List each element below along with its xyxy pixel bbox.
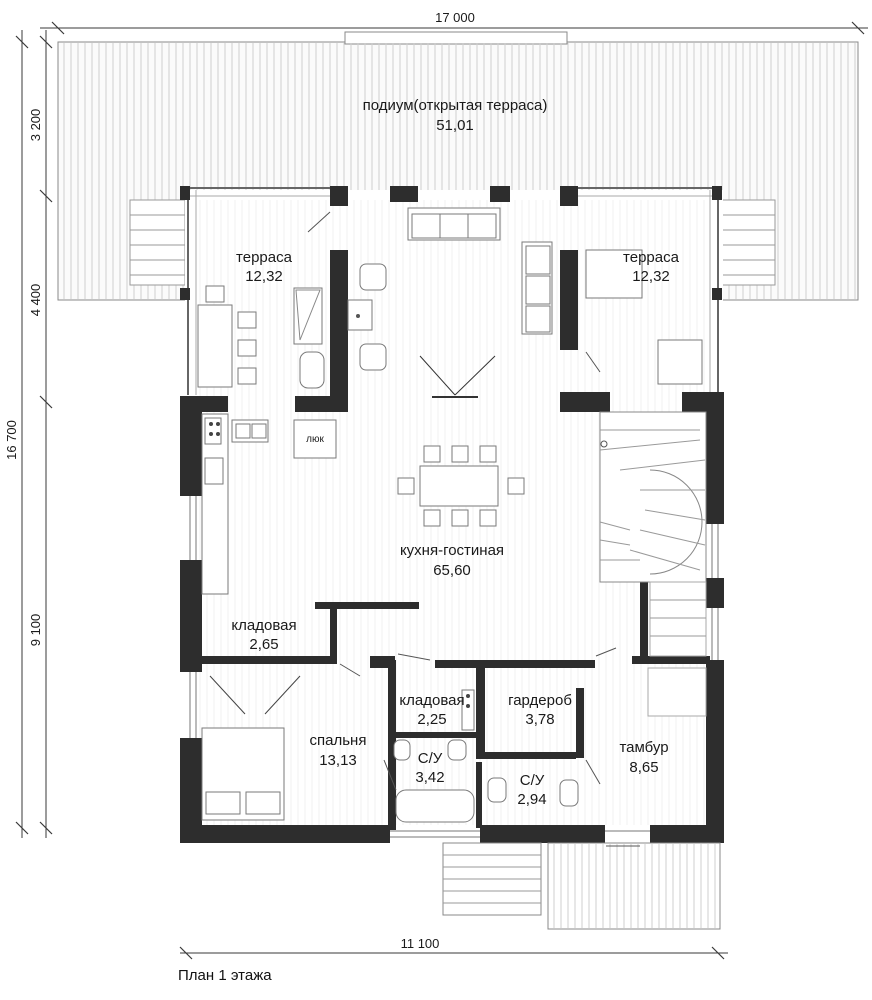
hatch [293, 419, 337, 459]
room-terrace-right-name: терраса [623, 249, 680, 266]
vestibule-stairs [647, 581, 707, 717]
entry-steps-left [442, 842, 542, 916]
room-pantry-2-name: кладовая [399, 692, 464, 709]
terrace-right-furniture [585, 249, 703, 385]
bathroom-fixtures [393, 689, 579, 823]
room-pantry-2-area: 2,25 [417, 711, 446, 728]
room-vestibule-area: 8,65 [629, 759, 658, 776]
podium-steps-right [719, 199, 776, 286]
dimension-top-width: 17 000 [435, 10, 475, 25]
podium-steps-left [129, 199, 186, 286]
entry-porch [547, 842, 721, 930]
sofa-right [521, 241, 553, 335]
terrace-left-furniture [197, 285, 325, 389]
windows [189, 496, 719, 838]
staircase [599, 411, 707, 583]
room-kitchen-living-name: кухня-гостиная [400, 542, 504, 559]
armchair [359, 263, 387, 291]
bed [201, 675, 301, 821]
room-podium-area: 51,01 [436, 117, 474, 134]
hatch-label: люк [306, 434, 324, 445]
room-terrace-left-area: 12,32 [245, 268, 283, 285]
dimension-left-segment-2: 4 400 [28, 284, 43, 317]
dimension-bottom-width: 11 100 [401, 936, 440, 951]
doors [307, 211, 640, 847]
dimension-left-segment-3: 9 100 [28, 614, 43, 647]
dimension-left-segment-1: 3 200 [28, 109, 43, 142]
room-wardrobe-area: 3,78 [525, 711, 554, 728]
armchair [359, 343, 387, 371]
terrace-frames [185, 187, 720, 395]
room-terrace-right-area: 12,32 [632, 268, 670, 285]
room-bathroom-2-area: 2,94 [517, 791, 546, 808]
room-bathroom-1-area: 3,42 [415, 769, 444, 786]
dimension-lines [15, 21, 868, 960]
room-bedroom-area: 13,13 [319, 752, 357, 769]
room-podium-name: подиум(открытая терраса) [363, 97, 548, 114]
kitchen-unit [201, 413, 269, 595]
room-bedroom-name: спальня [310, 732, 367, 749]
room-pantry-1-area: 2,65 [249, 636, 278, 653]
room-bathroom-2-name: С/У [520, 772, 545, 789]
room-pantry-1-name: кладовая [231, 617, 296, 634]
tv-view-lines [419, 355, 496, 398]
sofa-top [407, 207, 501, 241]
room-vestibule-name: тамбур [619, 739, 668, 756]
walls [180, 186, 724, 843]
dimension-left-total: 16 700 [4, 420, 19, 460]
room-kitchen-living-area: 65,60 [433, 562, 471, 579]
dining-table [397, 445, 525, 527]
room-terrace-left-name: терраса [236, 249, 293, 266]
room-wardrobe-name: гардероб [508, 692, 572, 709]
fireplace [347, 299, 373, 331]
plan-caption: План 1 этажа [178, 967, 272, 984]
room-bathroom-1-name: С/У [418, 750, 443, 767]
